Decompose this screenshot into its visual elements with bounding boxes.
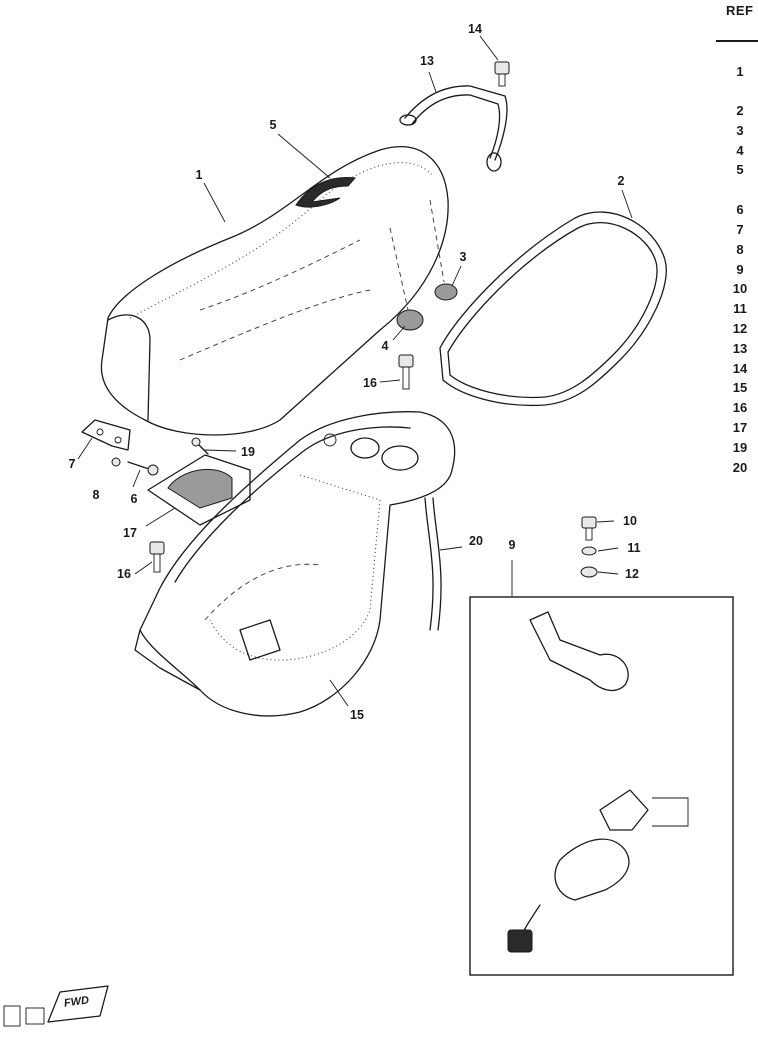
- callout-19: 19: [241, 445, 255, 459]
- ref-number-item: 4: [736, 143, 744, 158]
- callout-16-lower: 16: [117, 567, 131, 581]
- ref-number-item: 1: [736, 64, 744, 79]
- callout-4: 4: [381, 339, 389, 353]
- damper-parts: [389, 199, 458, 331]
- seat-part: [100, 146, 449, 436]
- ref-number-item: 13: [732, 341, 748, 356]
- ref-number-item: 8: [736, 242, 744, 257]
- callout-6: 6: [130, 492, 138, 506]
- callout-3: 3: [459, 250, 467, 264]
- callout-8: 8: [92, 488, 100, 502]
- ref-number-item: 6: [736, 202, 744, 217]
- callout-1: 1: [195, 168, 203, 182]
- bolt-16-parts: [149, 354, 414, 573]
- cover-parts: [147, 437, 251, 526]
- callout-11: 11: [627, 541, 641, 555]
- callout-10: 10: [623, 514, 637, 528]
- ref-number-item: 19: [732, 440, 748, 455]
- leader-lines: [77, 35, 633, 707]
- ref-column-rule: [716, 40, 758, 42]
- bolt-14-part: [494, 61, 510, 87]
- ref-number-item: 9: [736, 262, 744, 277]
- callout-12: 12: [625, 567, 639, 581]
- callout-16-upper: 16: [363, 376, 377, 390]
- ref-number-item: 2: [736, 103, 744, 118]
- fastener-parts: [580, 516, 598, 578]
- ref-number-item: 3: [736, 123, 744, 138]
- callout-20: 20: [469, 534, 483, 548]
- hose-part: [424, 497, 442, 631]
- ref-number-item: 20: [732, 460, 748, 475]
- callout-14: 14: [468, 22, 482, 36]
- callout-15: 15: [350, 708, 364, 722]
- ref-number-item: 17: [732, 420, 748, 435]
- callout-9: 9: [508, 538, 516, 552]
- lock-assembly-inset: [469, 596, 734, 976]
- ref-number-item: 7: [736, 222, 744, 237]
- ref-number-item: 15: [732, 380, 748, 395]
- hinge-parts: [81, 419, 159, 476]
- callout-5: 5: [269, 118, 277, 132]
- ref-number-item: 11: [733, 301, 747, 316]
- ref-column-header: REF: [726, 3, 754, 18]
- callout-17: 17: [123, 526, 137, 540]
- ref-number-item: 5: [736, 162, 744, 177]
- grab-bar-part: [399, 85, 508, 172]
- callout-2: 2: [617, 174, 625, 188]
- forward-direction-stamp: [3, 985, 109, 1027]
- seat-box-part: [134, 411, 456, 717]
- ref-number-item: 14: [732, 361, 748, 376]
- ref-number-item: 12: [732, 321, 748, 336]
- callout-7: 7: [68, 457, 76, 471]
- ref-number-item: 10: [732, 281, 748, 296]
- seal-part: [439, 211, 667, 407]
- ref-number-item: 16: [732, 400, 748, 415]
- callout-13: 13: [420, 54, 434, 68]
